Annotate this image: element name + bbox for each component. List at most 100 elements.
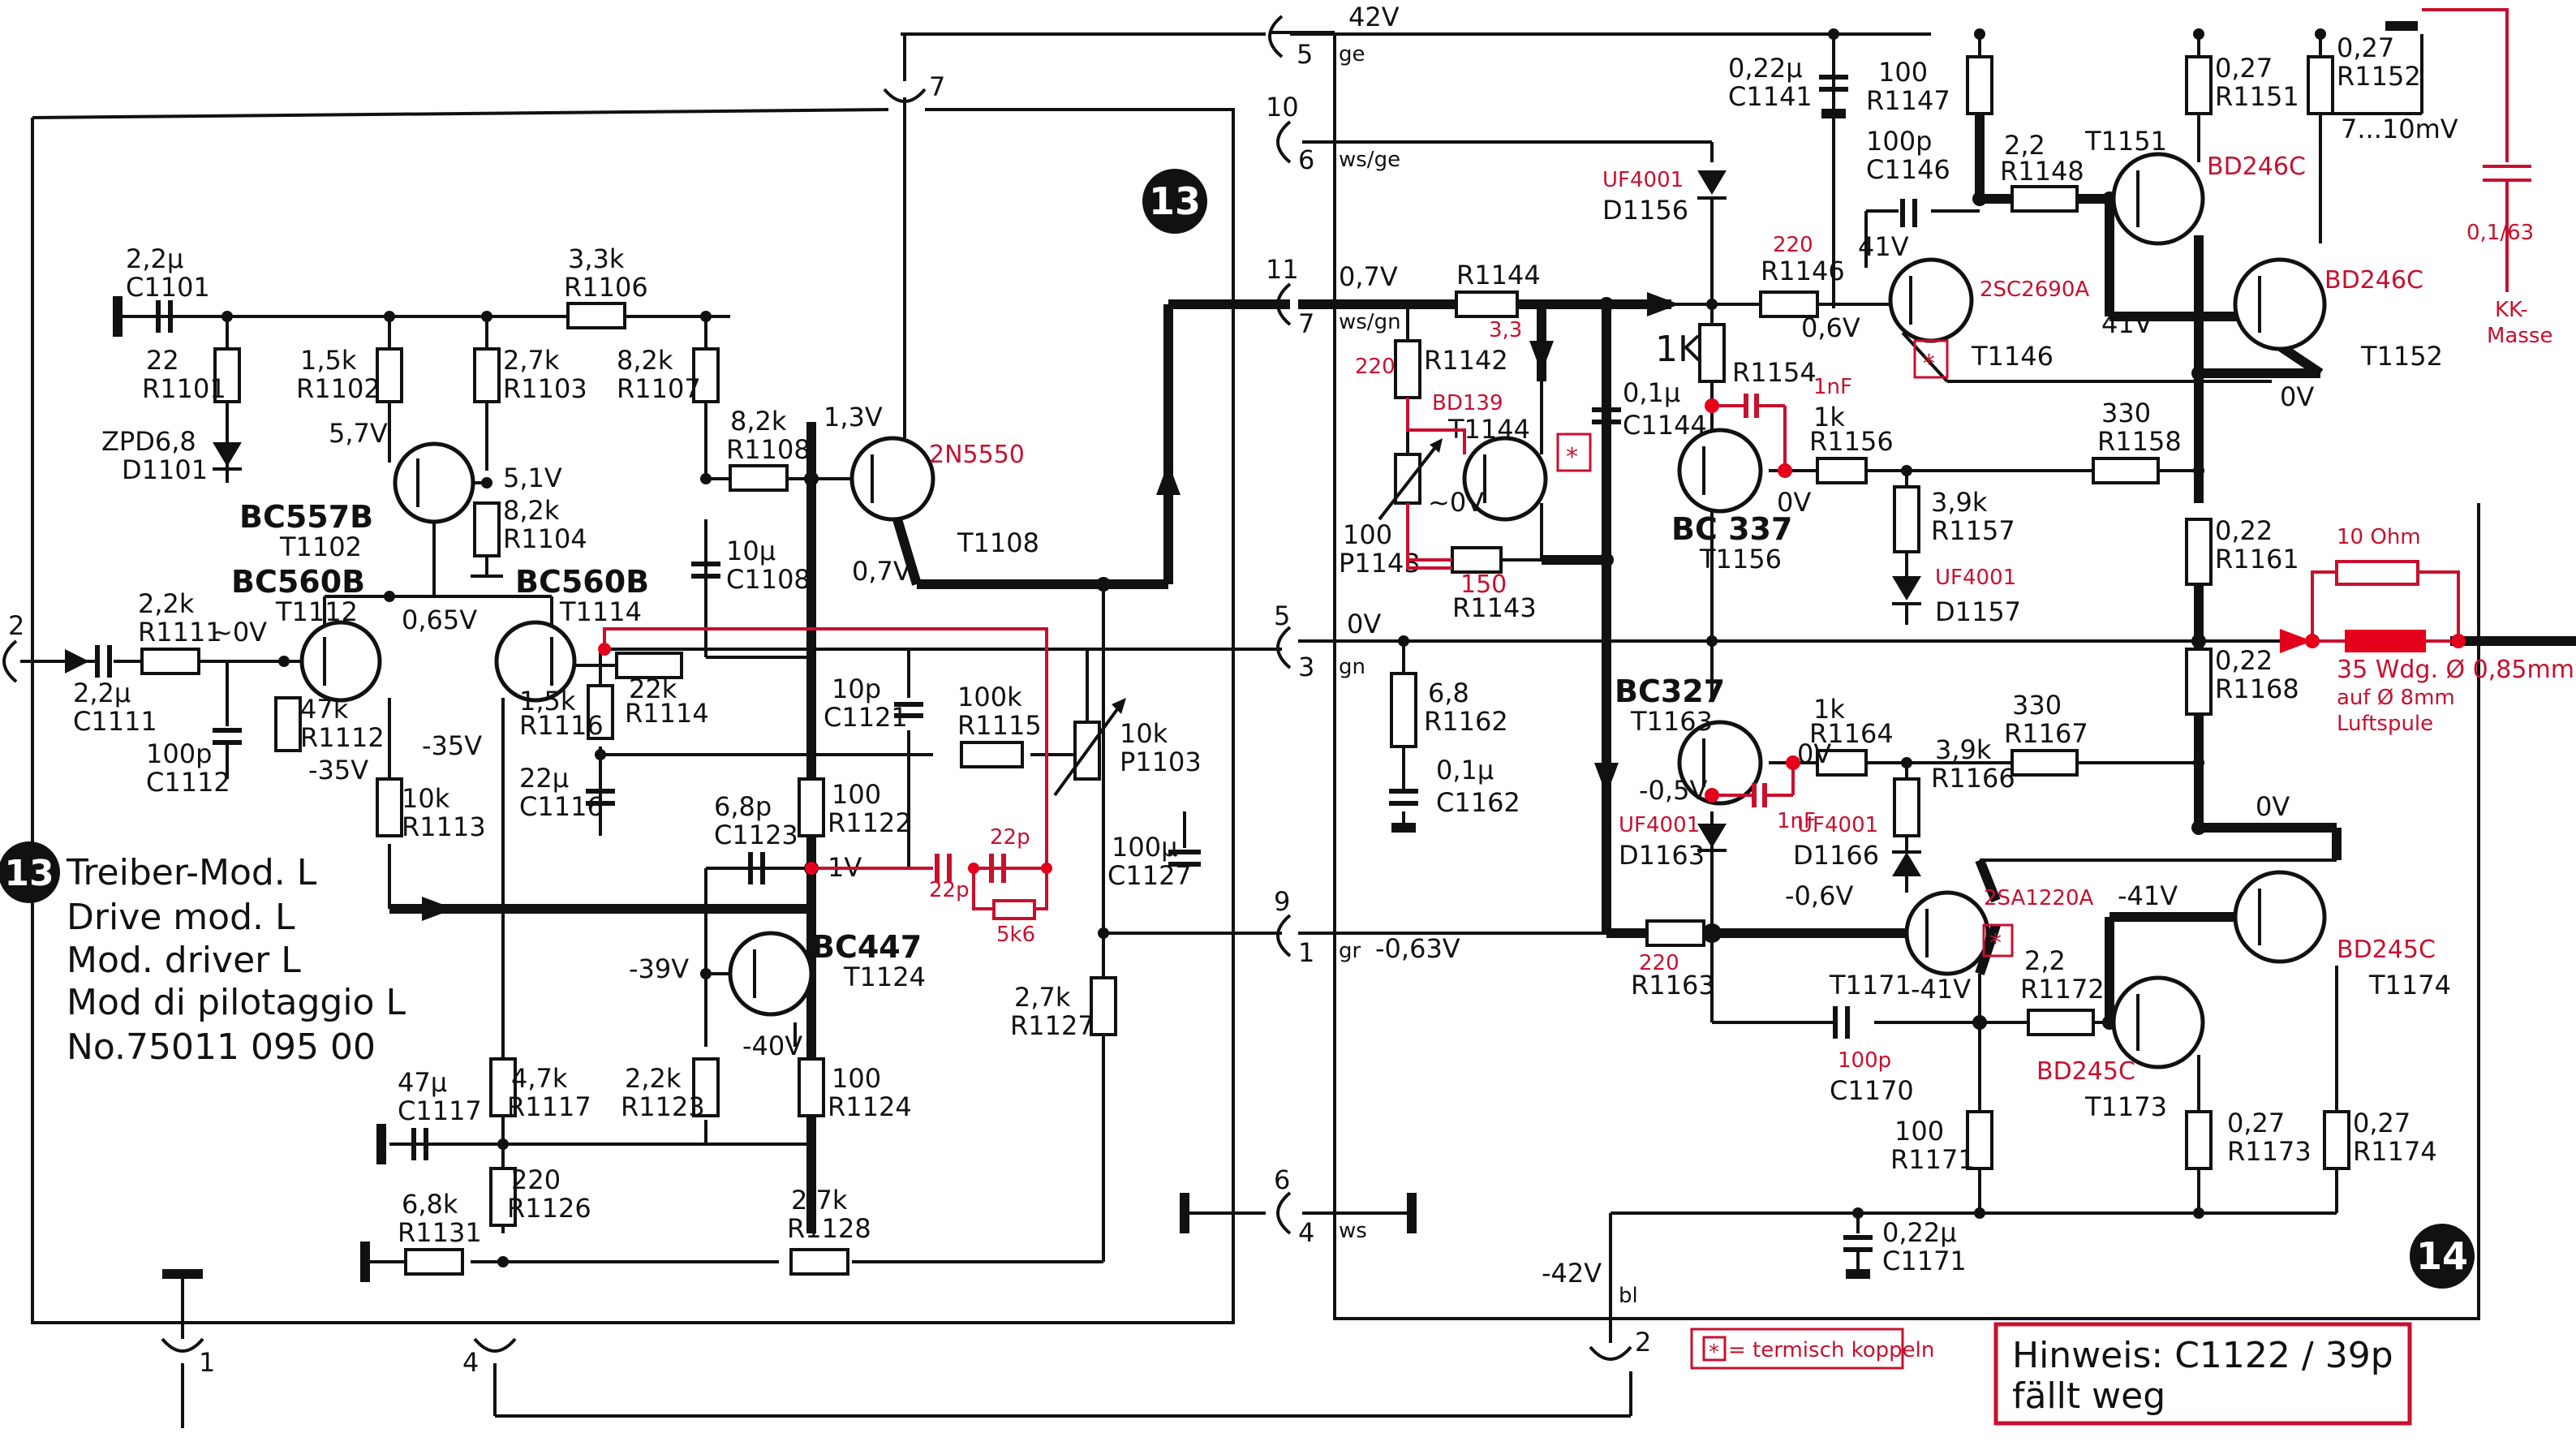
d1163-type: UF4001 [1619, 813, 1700, 837]
r1142-value-red: 220 [1355, 355, 1396, 379]
transistor-t1152 [2233, 257, 2327, 351]
c1127-ref: C1127 [1107, 860, 1192, 891]
transistor-t1102 [393, 441, 475, 524]
r1115-ref: R1115 [957, 710, 1042, 741]
transistor-t1174 [2233, 870, 2327, 964]
t1171-type: 2SA1220A [1984, 886, 2093, 910]
conn-6-color: ws [1339, 1219, 1367, 1243]
module-14-labels: 0,22µ C1141 100 R1147 100p C1146 2,2 R11… [1339, 32, 2451, 1276]
c1108-value: 10µ [726, 536, 776, 566]
r1162-value: 6,8 [1428, 678, 1469, 708]
volt-5-1v: 5,1V [503, 463, 562, 493]
res-5k6: 5k6 [996, 923, 1035, 947]
r1172-value: 2,2 [2024, 945, 2066, 976]
r1144-value-red: 3,3 [1489, 318, 1522, 342]
transistor-t1156 [1677, 428, 1763, 514]
c1117-value: 47µ [398, 1067, 447, 1098]
r1174-value: 0,27 [2353, 1108, 2410, 1138]
title-line-1: Treiber-Mod. L [66, 852, 317, 893]
t1156-ref: T1156 [1699, 544, 1782, 575]
d1156-type: UF4001 [1602, 168, 1684, 192]
volt-1-3v: 1,3V [824, 402, 883, 433]
conn-m42-color: bl [1619, 1284, 1638, 1308]
r1167-ref: R1167 [2004, 718, 2088, 749]
d1157-type: UF4001 [1935, 566, 2016, 590]
c1171-value: 0,22µ [1882, 1217, 1957, 1248]
r1167-value: 330 [2012, 690, 2062, 721]
r1113-ref: R1113 [402, 811, 486, 842]
r1107-value: 8,2k [617, 345, 673, 376]
r1171-value: 100 [1894, 1116, 1944, 1147]
r1168-ref: R1168 [2215, 674, 2299, 704]
r1166-value: 3,9k [1935, 734, 1992, 765]
kk-mass-line2: Masse [2487, 324, 2552, 348]
conn-6-sub: 4 [1298, 1217, 1314, 1248]
volt-0v-b: 0V [1777, 487, 1811, 518]
coil-spec-2: auf Ø 8mm [2337, 686, 2455, 710]
t1152-ref: T1152 [2360, 341, 2443, 372]
coil-spec-3: Luftspule [2337, 712, 2433, 736]
t1114-type: BC560B [515, 564, 649, 600]
d1166-type: UF4001 [1797, 813, 1878, 837]
r1162-ref: R1162 [1424, 706, 1508, 737]
module-13-title-badge: 13 [0, 841, 60, 903]
volt-approx-0v: ~0V [1428, 487, 1484, 518]
conn-5-color: gn [1339, 655, 1365, 679]
conn-10-pin: 10 [1266, 92, 1299, 123]
r1127-value: 2,7k [1014, 982, 1071, 1013]
module-14-badge: 14 [2410, 1224, 2475, 1289]
r1123-value: 2,2k [625, 1063, 682, 1094]
c1170-ref: C1170 [1830, 1075, 1914, 1106]
t1108-ref: T1108 [957, 527, 1039, 558]
r1173-value: 0,27 [2227, 1108, 2285, 1138]
module-13-resistors [140, 302, 1126, 1276]
t1163-ref: T1163 [1630, 706, 1713, 737]
module-13-badge: 13 [1142, 169, 1207, 234]
r1106-value: 3,3k [568, 243, 625, 274]
t1163-type: BC327 [1615, 674, 1725, 709]
r1146-value-red: 220 [1773, 233, 1813, 257]
r1114-value: 22k [629, 674, 677, 704]
cap-22p-a: 22p [929, 878, 970, 902]
module-14-voltages: 41V 0,6V 41V 0V 0V ~0V -0,5V 0V 0V -0,6V… [1428, 114, 2458, 1005]
r1143-ref: R1143 [1452, 592, 1537, 623]
r1163-value-red: 220 [1639, 951, 1679, 975]
t1173-ref: T1173 [2084, 1091, 2167, 1122]
r1124-value: 100 [832, 1063, 881, 1094]
c1162-ref: C1162 [1436, 787, 1520, 818]
volt-0v-a: 0V [2280, 381, 2314, 412]
volt-m0-5v: -0,5V [1639, 775, 1707, 806]
t1146-ref: T1146 [1971, 341, 2053, 372]
note-line-1: Hinweis: C1122 / 39p [2012, 1335, 2393, 1376]
c1146-ref: C1146 [1866, 154, 1950, 185]
module-14-transistors [1462, 152, 2327, 1069]
c1111-value: 2,2µ [73, 678, 131, 708]
transistor-t1151 [2111, 152, 2205, 246]
module-14-wiring [1298, 21, 2576, 1279]
kk-cap-value: 0,1/63 [2466, 221, 2534, 245]
c1123-value: 6,8p [714, 791, 772, 822]
module-13-junctions [221, 311, 1111, 1267]
c1112-ref: C1112 [146, 767, 230, 798]
r1154-value: 1K [1655, 329, 1702, 370]
conn-7-pin: 7 [929, 71, 945, 102]
t1171-ref: T1171 [1829, 970, 1912, 1001]
conn-b1-pin: 1 [199, 1347, 215, 1378]
r1171-ref: R1171 [1890, 1144, 1975, 1175]
conn-5-volt: 0V [1347, 609, 1381, 639]
p1103-value: 10k [1120, 718, 1168, 749]
r1131-value: 6,8k [402, 1189, 458, 1220]
r1117-value: 4,7k [511, 1063, 568, 1094]
t1174-ref: T1174 [2368, 970, 2451, 1001]
kk-mass-line1: KK- [2495, 298, 2528, 322]
volt-0-65v: 0,65V [402, 605, 477, 635]
r1166-ref: R1166 [1931, 763, 2015, 794]
cap-1nf-b: 1nF [1777, 809, 1816, 833]
r1157-ref: R1157 [1931, 515, 2015, 546]
r1107-ref: R1107 [617, 373, 701, 404]
conn-11-pin: 11 [1266, 254, 1299, 285]
conn-m42-pin: 2 [1635, 1327, 1651, 1358]
title-line-2: Drive mod. L [67, 897, 295, 938]
r1131-ref: R1131 [398, 1217, 482, 1248]
r1126-ref: R1126 [507, 1193, 591, 1224]
